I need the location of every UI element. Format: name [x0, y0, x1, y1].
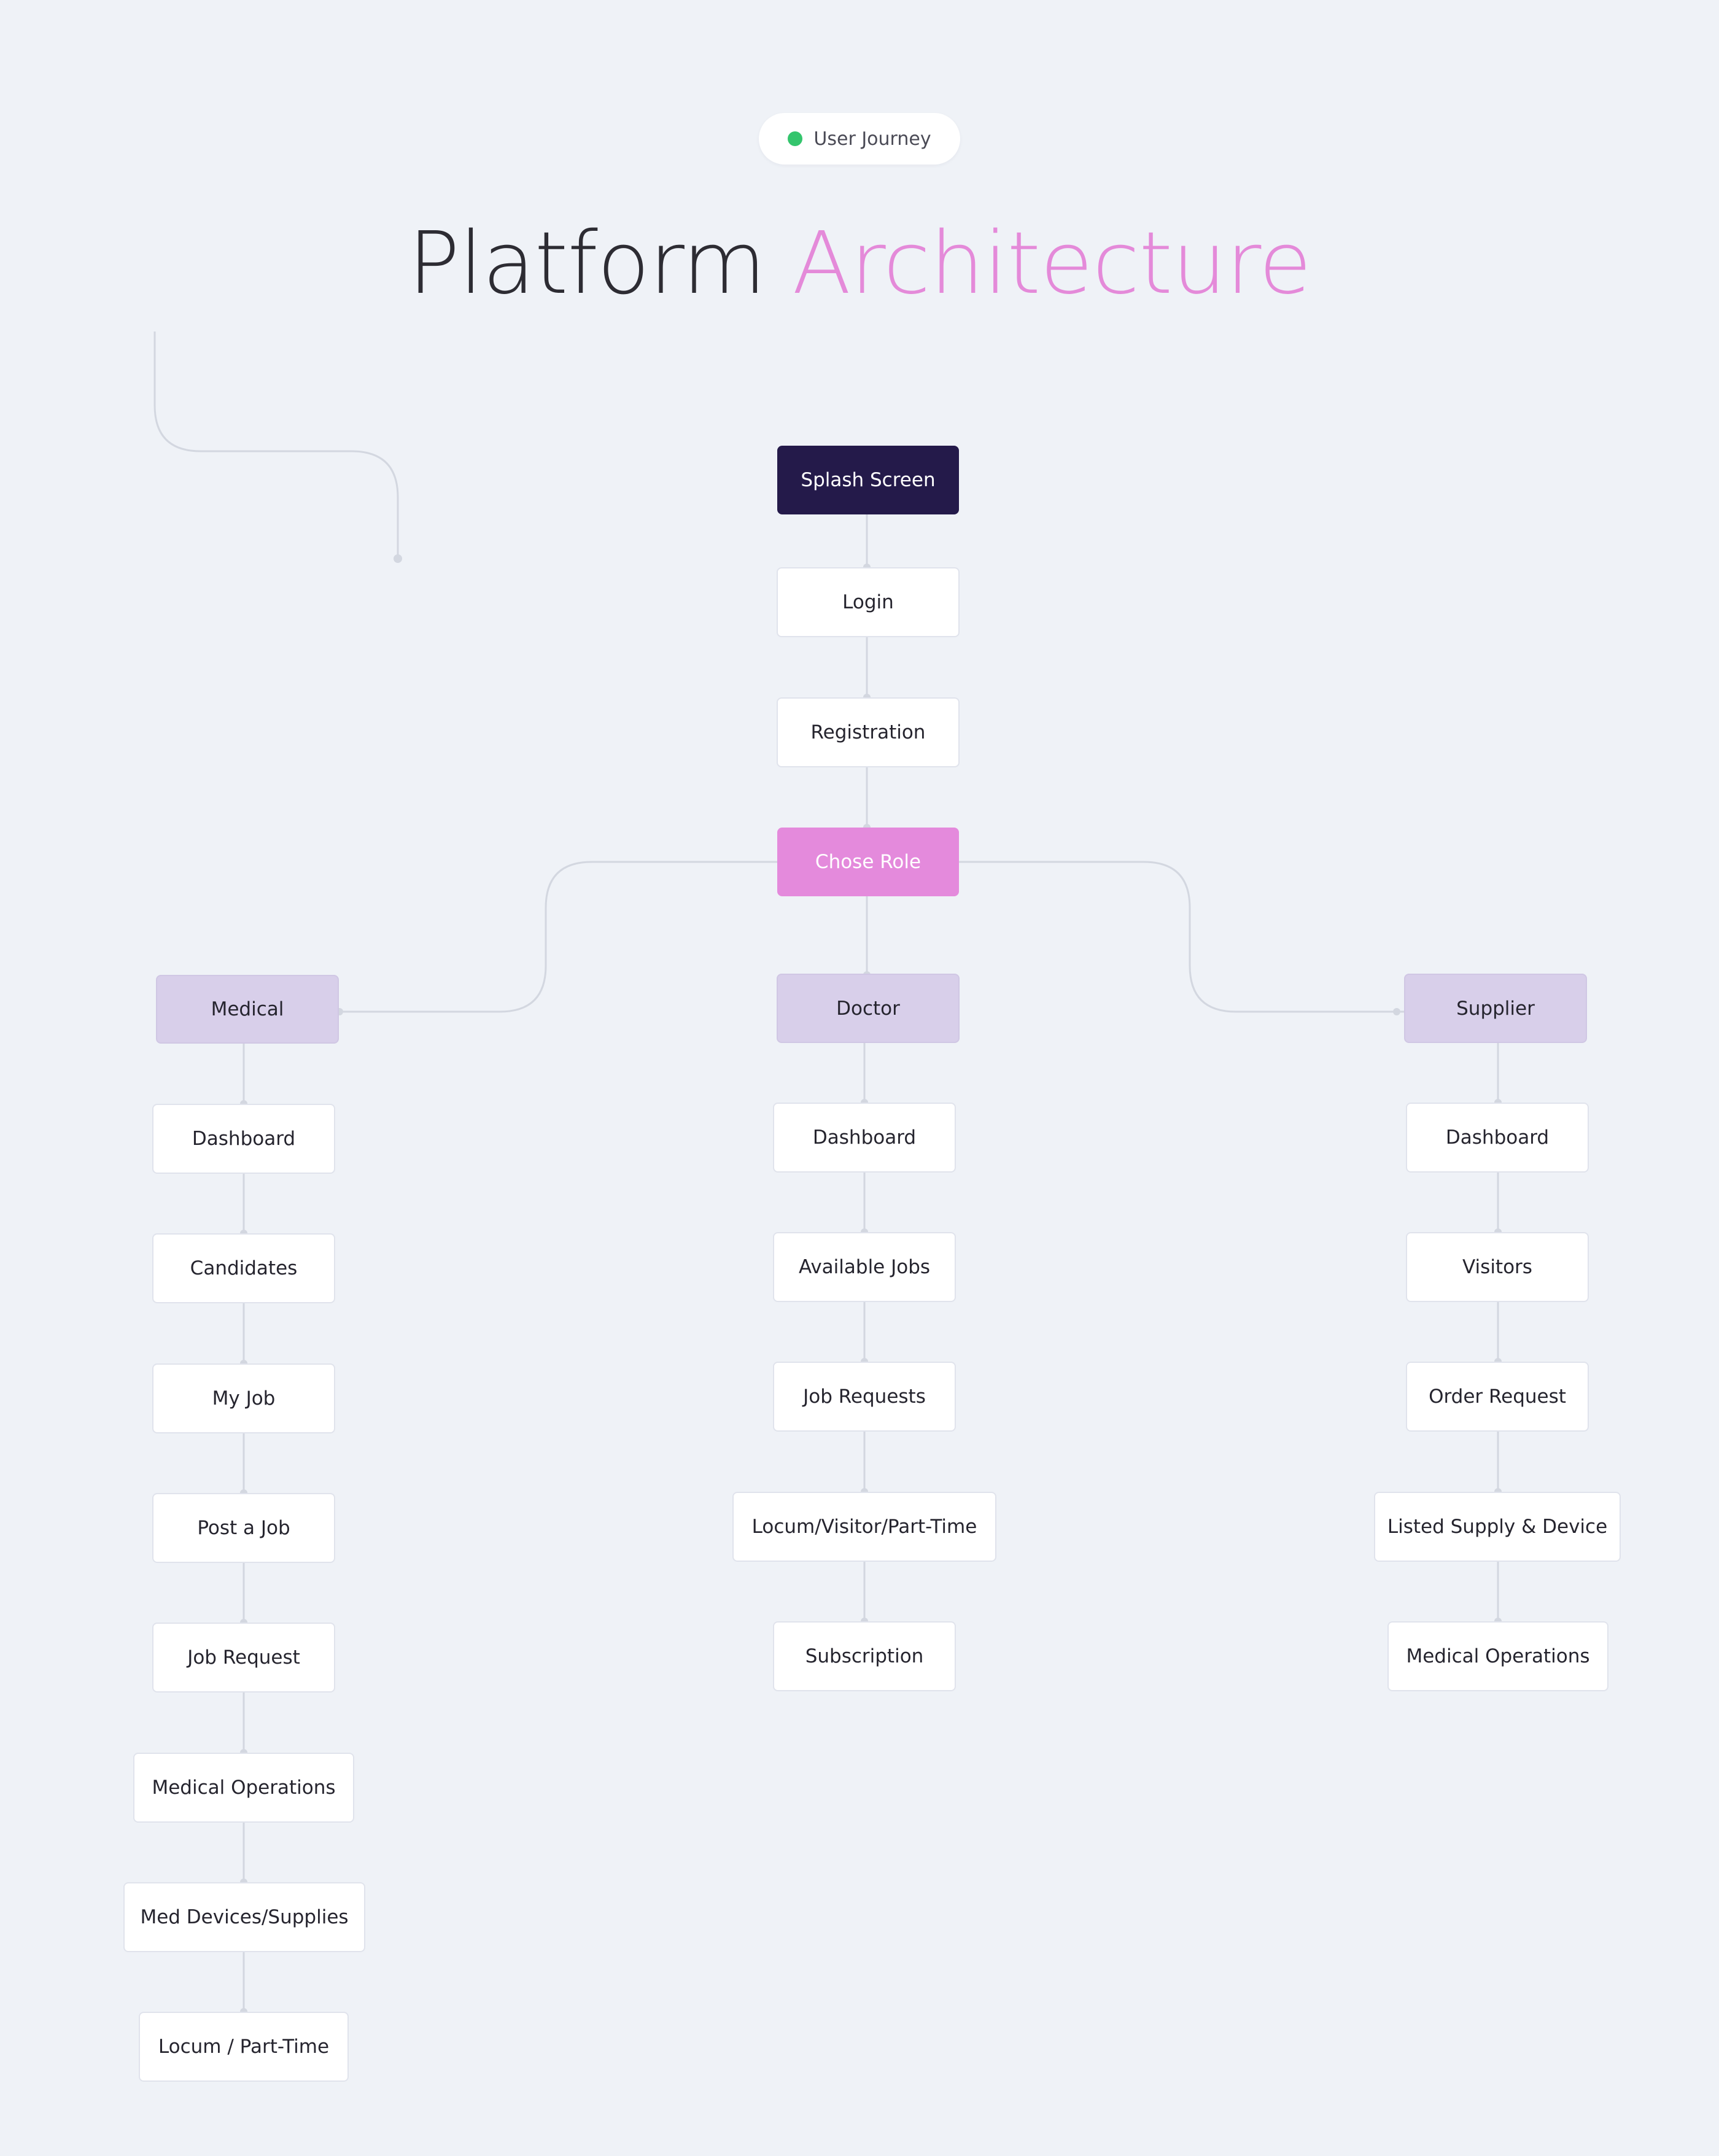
title-part-1: Platform: [408, 214, 766, 314]
doctor-item-job-requests: Job Requests: [773, 1362, 956, 1432]
medical-item-med-devices-supplies: Med Devices/Supplies: [123, 1882, 365, 1952]
doctor-item-locum-visitor-part-time: Locum/Visitor/Part-Time: [732, 1492, 996, 1562]
page-title: Platform Architecture: [0, 215, 1719, 313]
doctor-item-subscription: Subscription: [773, 1621, 956, 1691]
node-login: Login: [777, 567, 960, 637]
supplier-item-dashboard: Dashboard: [1406, 1103, 1589, 1173]
supplier-item-visitors: Visitors: [1406, 1232, 1589, 1302]
medical-item-job-request: Job Request: [152, 1623, 335, 1693]
node-role-medical: Medical: [156, 975, 339, 1044]
medical-item-my-job: My Job: [152, 1363, 335, 1433]
doctor-item-dashboard: Dashboard: [773, 1103, 956, 1173]
node-role-supplier: Supplier: [1404, 974, 1587, 1043]
medical-item-dashboard: Dashboard: [152, 1104, 335, 1174]
supplier-item-listed-supply-device: Listed Supply & Device: [1374, 1492, 1621, 1562]
badge-label: User Journey: [813, 128, 931, 150]
doctor-item-available-jobs: Available Jobs: [773, 1232, 956, 1302]
status-dot-icon: [788, 131, 803, 146]
medical-item-medical-operations: Medical Operations: [133, 1753, 354, 1823]
medical-item-locum-part-time: Locum / Part-Time: [139, 2012, 349, 2082]
node-choose-role: Chose Role: [777, 828, 959, 896]
medical-item-post-a-job: Post a Job: [152, 1493, 335, 1563]
title-part-2: Architecture: [792, 214, 1311, 314]
supplier-item-medical-operations: Medical Operations: [1387, 1621, 1608, 1691]
node-role-doctor: Doctor: [777, 974, 960, 1043]
medical-item-candidates: Candidates: [152, 1233, 335, 1303]
user-journey-badge: User Journey: [759, 113, 960, 165]
supplier-item-order-request: Order Request: [1406, 1362, 1589, 1432]
node-splash-screen: Splash Screen: [777, 446, 959, 514]
node-registration: Registration: [777, 697, 960, 767]
